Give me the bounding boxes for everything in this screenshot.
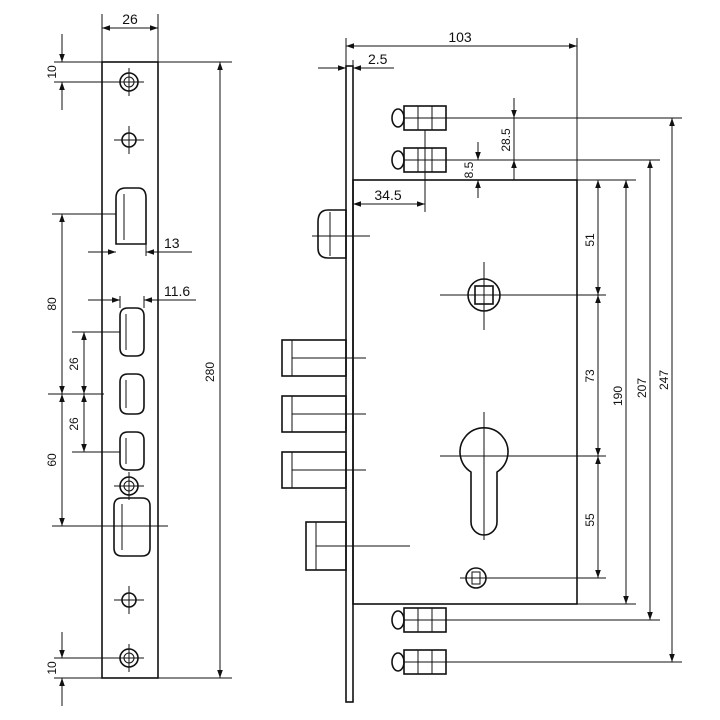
faceplate-screw-bottom: [114, 644, 144, 672]
dim-centre-distance: 73: [583, 369, 597, 383]
dim-inset: 8.5: [462, 161, 476, 178]
faceplate-screw-top: [114, 68, 144, 96]
latch-slot: [115, 187, 147, 245]
deadbolt-slot: [113, 497, 151, 557]
dim-span-60: 60: [45, 453, 59, 467]
dim-faceplate-height: 280: [203, 362, 217, 382]
dim-pitch-b: 26: [67, 417, 81, 431]
dim-overall-height: 247: [657, 370, 671, 390]
bolt-hole-2: [119, 373, 145, 415]
dim-slot-width: 13: [164, 235, 180, 251]
faceplate-outline: [101, 61, 159, 679]
dim-plate-thickness: 2.5: [368, 51, 388, 67]
mounting-screw-top-1: [391, 105, 447, 131]
cylinder-keyhole: [440, 412, 606, 540]
dim-plate-height: 207: [635, 378, 649, 398]
dim-cylinder: 55: [583, 513, 597, 527]
faceplate-screw-lower: [114, 586, 144, 614]
lower-case-screw: [460, 567, 606, 589]
lock-case: [352, 179, 578, 605]
mounting-screw-top-2: [391, 147, 447, 173]
faceplate-screw-middle: [114, 472, 144, 500]
deadbolt-2: [281, 395, 366, 433]
dim-top-offset: 10: [45, 65, 59, 79]
dim-bottom-offset: 10: [45, 661, 59, 675]
dim-span-80: 80: [45, 297, 59, 311]
dim-backset: 34.5: [374, 187, 401, 203]
dim-screw-offset: 28.5: [499, 128, 513, 152]
handle-spindle: [440, 262, 606, 330]
dim-faceplate-width: 26: [122, 11, 138, 27]
deadbolt-1: [281, 339, 366, 377]
dim-bolt-width: 11.6: [164, 283, 190, 299]
mounting-screw-bottom-1: [391, 607, 447, 633]
dim-spindle: 51: [583, 233, 597, 247]
faceplate-screw-2: [114, 126, 144, 154]
deadbolt-3: [281, 451, 366, 489]
deadbolt-4: [305, 521, 410, 571]
forend-plate: [345, 65, 354, 703]
mounting-screw-bottom-2: [391, 649, 447, 675]
dim-body-depth: 103: [448, 29, 472, 45]
latch-bolt: [312, 209, 370, 259]
bolt-hole-1: [119, 307, 145, 357]
faceplate-view: 26 10 10 13 11.6 80 26 26: [45, 11, 232, 706]
dim-pitch-a: 26: [67, 357, 81, 371]
dim-case-height: 190: [611, 386, 625, 406]
lock-body-view: 103 2.5 28.5 8.5 34.5 51 73 55: [281, 29, 682, 703]
bolt-hole-3: [119, 431, 145, 471]
